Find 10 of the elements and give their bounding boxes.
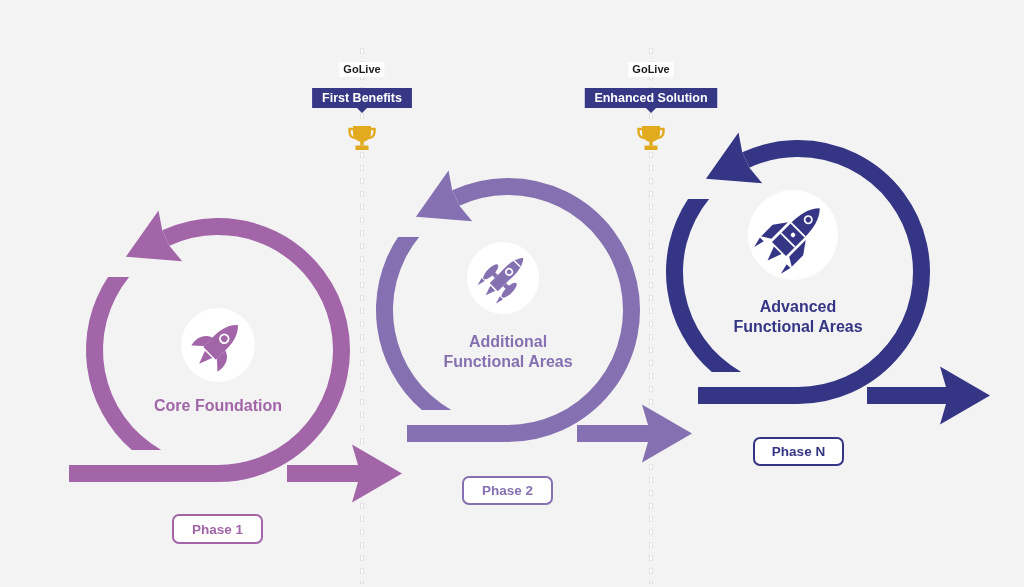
callout-label: First Benefits [312, 88, 412, 113]
milestone-tag: GoLive [339, 62, 385, 77]
callout-label: Enhanced Solution [584, 88, 718, 113]
phase-tag: Phase 1 [172, 514, 263, 544]
phase-tag: Phase N [753, 437, 844, 466]
milestone-tag: GoLive [628, 62, 674, 77]
stage-title: Core Foundation [154, 396, 282, 416]
stage-title: Additional Functional Areas [442, 332, 574, 372]
phase-tag: Phase 2 [462, 476, 553, 505]
stage-title: Advanced Functional Areas [732, 297, 864, 337]
